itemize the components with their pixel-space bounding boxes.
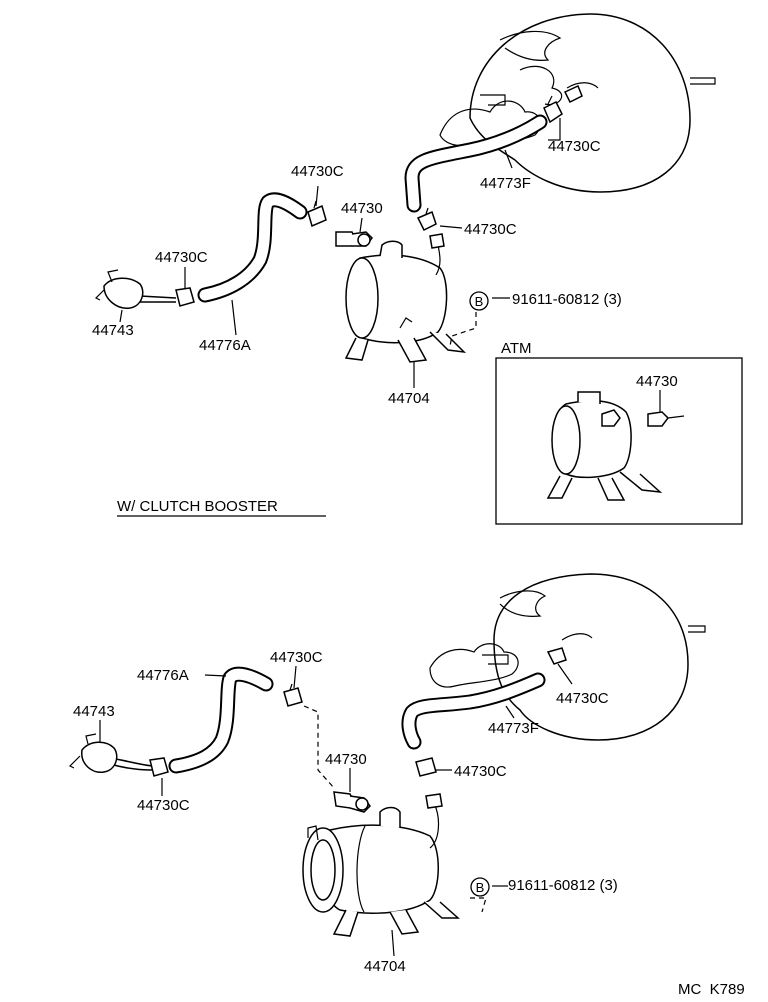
- label-bolt-bottom: 91611-60812 (3): [508, 877, 618, 894]
- leaders-bottom: [99, 663, 573, 957]
- bolt-ref-letter-top: B: [475, 294, 484, 309]
- label-clamp-booster-bottom: 44730C: [556, 690, 609, 707]
- bottom-assembly: 44776A 44730C 44743 44730C 44730 44730C …: [68, 573, 706, 975]
- hose-44773f-top: [404, 114, 548, 213]
- section-label: W/ CLUTCH BOOSTER: [117, 498, 278, 515]
- clamp-upper-bottom: [283, 683, 303, 707]
- check-valve-top: [335, 231, 373, 247]
- inset-title: ATM: [501, 340, 532, 357]
- label-check-valve-top: 44730: [341, 200, 383, 217]
- label-check-valve-bottom: 44730: [325, 751, 367, 768]
- inset-label-check-valve: 44730: [636, 373, 678, 390]
- label-clamp-upper-top: 44730C: [291, 163, 344, 180]
- label-clamp-upper-bottom: 44730C: [270, 649, 323, 666]
- atm-inset: ATM 44730: [495, 340, 743, 525]
- label-hose-booster-top: 44773F: [480, 175, 531, 192]
- label-hose-main-bottom: 44776A: [137, 667, 189, 684]
- label-clamp-pipe-bottom: 44730C: [137, 797, 190, 814]
- check-valve-bottom: [333, 791, 371, 813]
- hose-44773f-bottom: [401, 672, 546, 750]
- clamp-tank-top: [416, 207, 437, 232]
- hose-44776a-top: [197, 192, 308, 303]
- label-clamp-booster-top: 44730C: [548, 138, 601, 155]
- label-hose-main-top: 44776A: [199, 337, 251, 354]
- hose-44776a-bottom: [168, 666, 274, 774]
- top-assembly: 44730C 44773F 44730C 44730 44730C 44730C…: [92, 13, 716, 407]
- label-tank-bottom: 44704: [364, 958, 406, 975]
- bolt-ref-letter-bottom: B: [476, 880, 485, 895]
- vacuum-tank-top: [344, 233, 467, 363]
- section-heading: W/ CLUTCH BOOSTER: [117, 498, 326, 517]
- pipe-union-bottom: [68, 733, 169, 777]
- label-clamp-tank-top: 44730C: [464, 221, 517, 238]
- label-union-top: 44743: [92, 322, 134, 339]
- label-bolt-top: 91611-60812 (3): [512, 291, 622, 308]
- leaders-top: [119, 118, 561, 388]
- bolt-ref-badge-top: B: [469, 291, 489, 311]
- label-clamp-tank-bottom: 44730C: [454, 763, 507, 780]
- brake-booster-top: [439, 13, 716, 193]
- label-clamp-pipe-top: 44730C: [155, 249, 208, 266]
- bolt-ref-badge-bottom: B: [470, 877, 490, 897]
- pipe-union-top: [94, 269, 195, 309]
- label-hose-booster-bottom: 44773F: [488, 720, 539, 737]
- figure-code: MC K789: [678, 981, 745, 998]
- clamp-upper-top: [307, 200, 327, 228]
- clamp-booster-top: [543, 95, 563, 124]
- label-union-bottom: 44743: [73, 703, 115, 720]
- vacuum-tank-bottom: [302, 793, 460, 937]
- label-tank-top: 44704: [388, 390, 430, 407]
- clamp-tank-bottom: [415, 757, 437, 777]
- brake-booster-bottom: [429, 573, 706, 741]
